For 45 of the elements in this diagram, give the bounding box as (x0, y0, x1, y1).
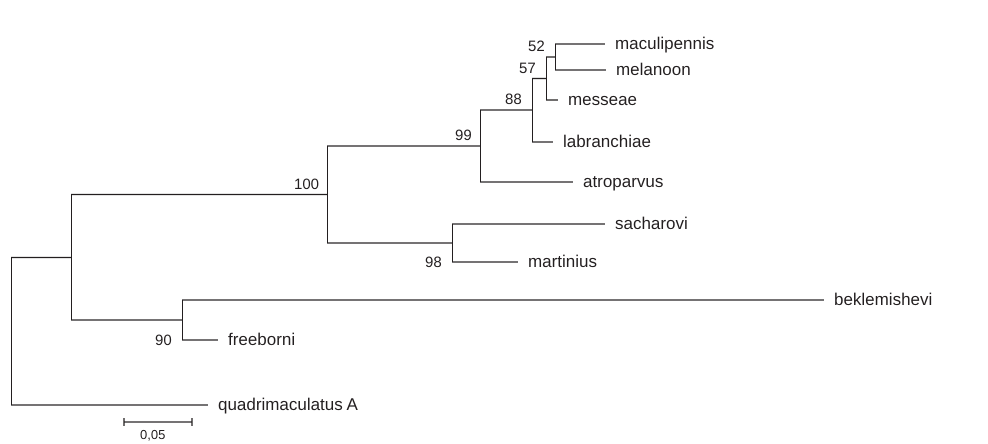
taxon-label: sacharovi (605, 214, 688, 234)
tree-branch (546, 56, 555, 58)
taxon-label: quadrimaculatus A (208, 395, 358, 415)
taxon-label: melanoon (606, 60, 691, 80)
tree-branch (555, 43, 605, 45)
taxon-label: freeborni (218, 330, 296, 350)
tree-branch (327, 145, 480, 147)
bootstrap-value: 100 (294, 176, 320, 192)
tree-branch (327, 242, 452, 244)
tree-branch (182, 299, 824, 301)
tree-branch (11, 256, 71, 258)
clade-line (11, 257, 12, 405)
taxon-label: martinius (518, 252, 597, 272)
clade-line (452, 224, 453, 262)
clade-line (546, 57, 547, 100)
bootstrap-value: 57 (519, 60, 536, 76)
clade-line (182, 300, 183, 340)
clade-line (480, 110, 481, 182)
tree-branch (480, 109, 532, 111)
bootstrap-value: 52 (528, 38, 545, 55)
bootstrap-value: 98 (425, 254, 442, 271)
taxon-label: labranchiae (553, 132, 651, 152)
bootstrap-value: 88 (505, 91, 522, 108)
bootstrap-value: 99 (455, 127, 472, 144)
tree-branch (555, 69, 606, 71)
tree-branch (452, 261, 518, 263)
tree-branch (452, 223, 605, 225)
tree-branch (71, 319, 182, 321)
clade-line (71, 195, 72, 320)
tree-branch (532, 141, 553, 143)
clade-line (532, 78, 533, 142)
tree-branch (480, 181, 573, 183)
clade-line (327, 146, 328, 243)
scale-value: 0,05 (140, 427, 166, 442)
tree-branch (546, 99, 558, 101)
tree-branch (532, 78, 546, 80)
bootstrap-value: 90 (155, 332, 172, 349)
taxon-label: messeae (558, 90, 637, 110)
clade-line (555, 44, 556, 70)
tree-branch (182, 339, 218, 341)
taxon-label: atroparvus (573, 172, 664, 192)
tree-branch (71, 194, 327, 196)
tree-branch (11, 404, 208, 406)
taxon-label: beklemishevi (824, 290, 932, 310)
taxon-label: maculipennis (605, 34, 714, 54)
